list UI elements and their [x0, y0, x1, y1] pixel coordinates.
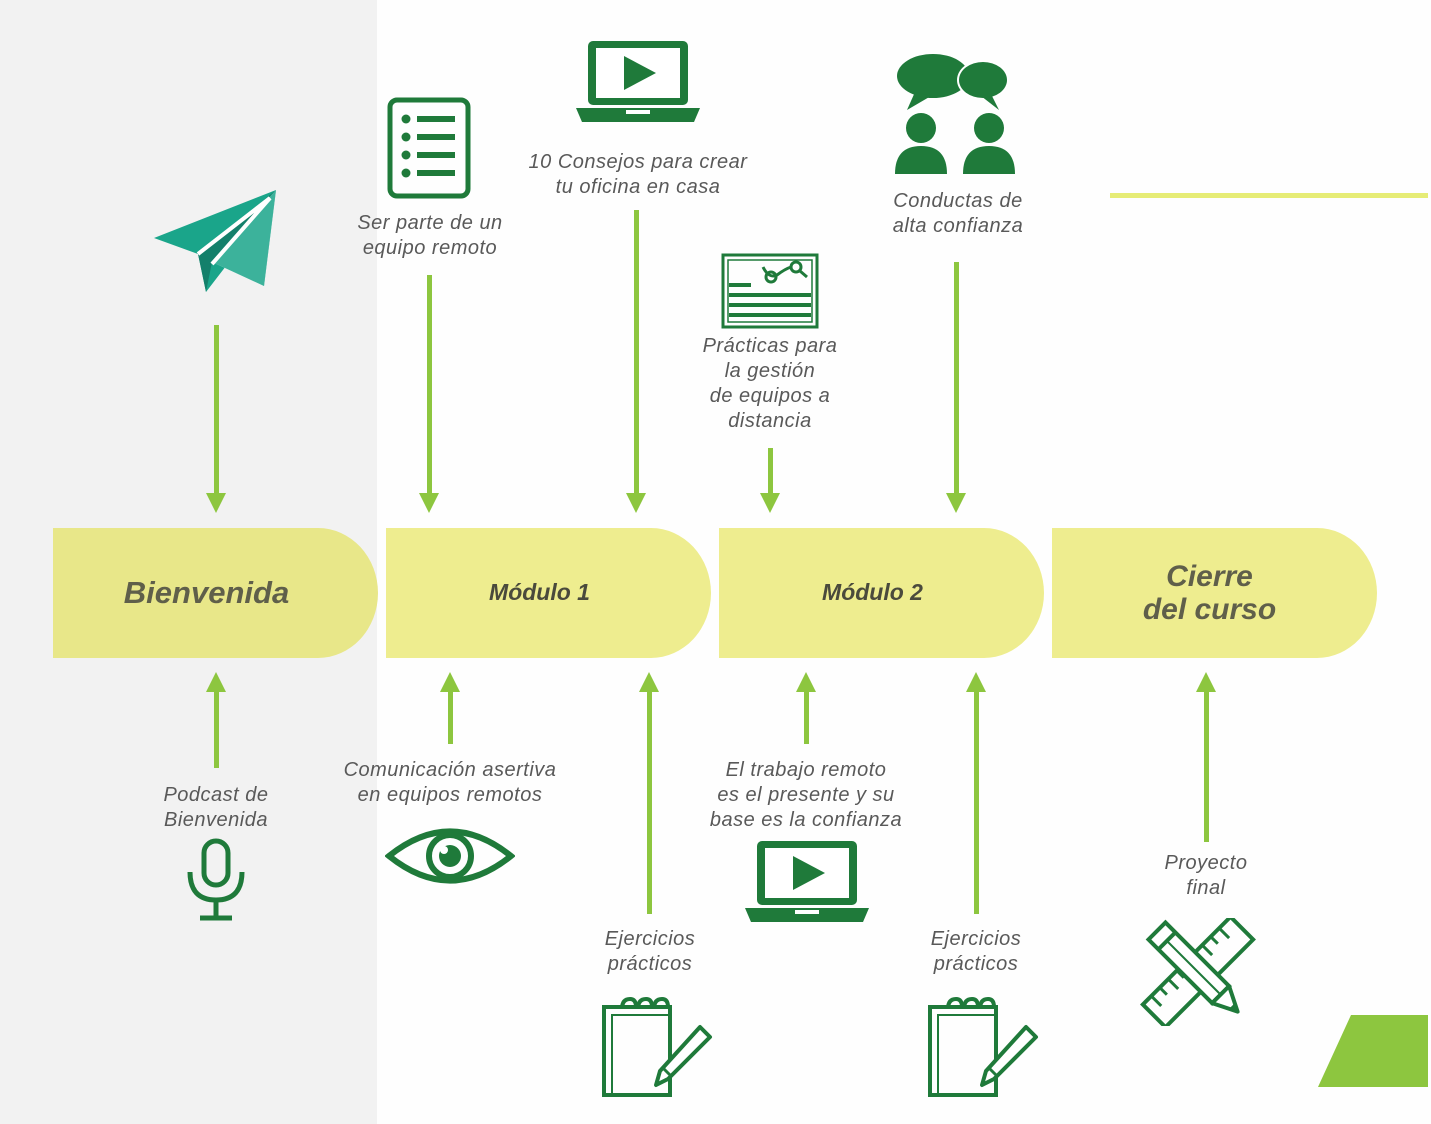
arrow-consejos-to-modulo-1 — [626, 210, 646, 513]
stage-modulo-2: Módulo 2 — [719, 528, 1044, 658]
resource-label-ser-parte: Ser parte de un equipo remoto — [357, 212, 503, 259]
eye-icon — [385, 825, 515, 887]
resource-label-ejercicios-2: Ejercicios prácticos — [930, 928, 1022, 975]
arrow-practicas-to-modulo-2 — [760, 448, 780, 513]
people-talking-icon — [893, 52, 1017, 176]
notepad-icon — [600, 995, 714, 1099]
resource-label-trabajo-remoto: El trabajo remoto es el presente y su ba… — [709, 759, 903, 831]
laptop-video-icon — [576, 38, 700, 124]
article-icon — [721, 253, 819, 329]
resource-label-conductas: Conductas de alta confianza — [892, 190, 1024, 237]
resource-label-comunicacion: Comunicación asertiva en equipos remotos — [343, 759, 557, 806]
arrow-conductas-to-modulo-2 — [946, 262, 966, 513]
arrow-ejercicios-1-to-modulo-1 — [639, 672, 659, 914]
document-list-icon — [387, 97, 471, 199]
stage-cierre-del-curso: Cierre del curso — [1052, 528, 1377, 658]
arrow-proyecto-final-to-cierre — [1196, 672, 1216, 842]
microphone-icon — [184, 838, 248, 922]
stage-bienvenida: Bienvenida — [53, 528, 378, 658]
arrow-plane-to-bienvenida — [206, 325, 226, 513]
arrow-podcast-to-bienvenida — [206, 672, 226, 768]
arrow-ser-parte-to-modulo-1 — [419, 275, 439, 513]
arrow-ejercicios-2-to-modulo-2 — [966, 672, 986, 914]
arrow-trabajo-remoto-to-modulo-2 — [796, 672, 816, 744]
resource-label-practicas: Prácticas para la gestión de equipos a d… — [702, 335, 838, 432]
decorative-line — [1110, 193, 1428, 198]
resource-label-podcast: Podcast de Bienvenida — [163, 784, 269, 831]
notepad-icon — [926, 995, 1040, 1099]
resource-label-proyecto-final: Proyecto final — [1164, 852, 1248, 899]
stage-modulo-1: Módulo 1 — [386, 528, 711, 658]
ruler-pencil-icon — [1140, 918, 1256, 1026]
paper-plane-icon — [152, 188, 280, 294]
arrow-comunicacion-to-modulo-1 — [440, 672, 460, 744]
resource-label-10-consejos: 10 Consejos para crear tu oficina en cas… — [528, 151, 748, 198]
resource-label-ejercicios-1: Ejercicios prácticos — [604, 928, 696, 975]
laptop-video-icon — [745, 838, 869, 924]
